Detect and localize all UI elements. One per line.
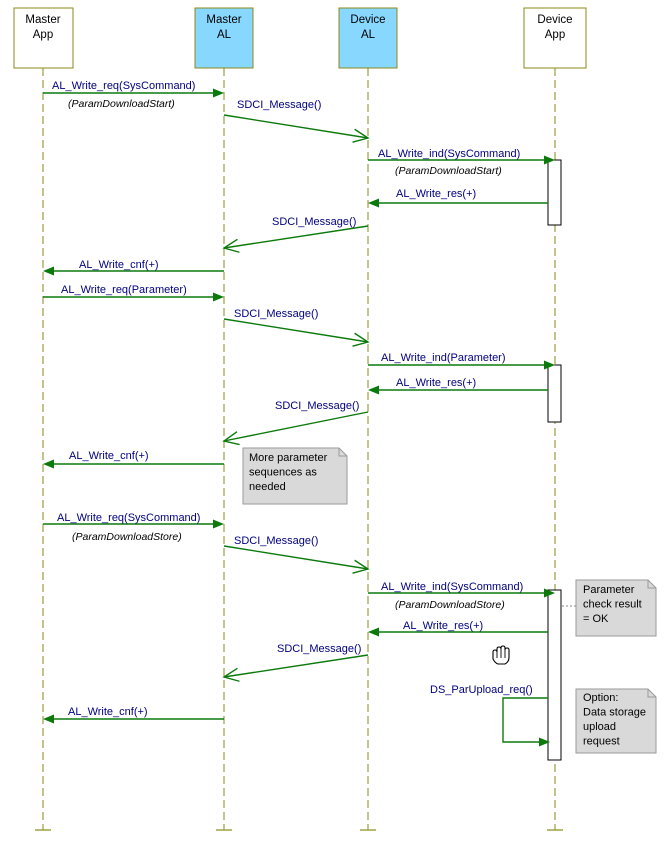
arrowhead <box>368 385 379 395</box>
activation-box <box>547 159 562 226</box>
message-parameter: (ParamDownloadStart) <box>395 165 502 177</box>
lifeline-head-box <box>338 7 398 69</box>
lifeline-label: Device <box>537 14 572 26</box>
message-line <box>223 654 369 678</box>
note-fold <box>647 580 656 589</box>
arrowhead <box>544 588 555 598</box>
note-text: = OK <box>583 613 609 625</box>
arrowhead <box>544 155 555 165</box>
note-text: More parameter <box>249 452 328 464</box>
message-label: AL_Write_req(SysCommand) <box>57 512 200 524</box>
message-label: SDCI_Message() <box>237 99 321 111</box>
lifeline-label: App <box>545 29 565 41</box>
note-text: upload <box>583 721 616 733</box>
message-label: AL_Write_res(+) <box>403 620 483 632</box>
note-fold <box>338 448 347 457</box>
lifeline-head-box <box>523 7 587 69</box>
note-box <box>575 579 657 637</box>
lifeline-label: Device <box>350 14 385 26</box>
lifeline-label: AL <box>217 29 232 41</box>
message-label: SDCI_Message() <box>277 643 361 655</box>
message-label: DS_ParUpload_req() <box>430 684 533 696</box>
hand-cursor-icon <box>492 645 510 665</box>
arrowhead <box>352 559 370 574</box>
note-text: Data storage <box>583 707 646 719</box>
activation-box <box>547 589 562 761</box>
message-label: AL_Write_cnf(+) <box>68 706 148 718</box>
activation-box <box>547 364 562 423</box>
note: Parameter check result = OK <box>575 579 657 637</box>
message-label: SDCI_Message() <box>234 535 318 547</box>
arrowhead <box>352 128 370 143</box>
lifeline-head-box <box>13 7 74 69</box>
note-text: request <box>583 736 620 748</box>
self-message-line <box>502 697 548 743</box>
arrowhead <box>368 627 379 637</box>
arrowhead <box>222 667 240 682</box>
note-text: sequences as <box>249 467 317 479</box>
message-line <box>223 411 369 442</box>
message-line <box>223 318 369 343</box>
lifeline-label: Master <box>25 14 60 26</box>
message-label: AL_Write_res(+) <box>396 377 476 389</box>
message-label: AL_Write_ind(Parameter) <box>381 352 506 364</box>
arrowhead <box>352 332 370 347</box>
message-label: AL_Write_cnf(+) <box>79 259 159 271</box>
arrowhead <box>222 431 240 446</box>
arrowhead <box>43 714 54 724</box>
lifeline-label: Master <box>206 14 241 26</box>
lifeline-head-box <box>194 7 254 69</box>
note: Option: Data storage upload request <box>575 688 657 754</box>
message-label: SDCI_Message() <box>234 308 318 320</box>
lifeline-label: App <box>33 29 53 41</box>
note-text: needed <box>249 481 286 493</box>
note-text: Option: <box>583 692 618 704</box>
note: More parameter sequences as needed <box>242 447 348 505</box>
note-box <box>575 688 657 754</box>
message-parameter: (ParamDownloadStore) <box>395 599 505 611</box>
arrowhead <box>368 198 379 208</box>
arrowhead <box>539 737 550 747</box>
arrowhead <box>213 519 224 529</box>
message-label: AL_Write_req(Parameter) <box>61 284 187 296</box>
message-label: SDCI_Message() <box>275 400 359 412</box>
message-line <box>223 225 369 249</box>
message-label: AL_Write_ind(SysCommand) <box>381 581 523 593</box>
arrowhead <box>43 459 54 469</box>
message-label: AL_Write_req(SysCommand) <box>52 80 195 92</box>
lifeline-label: AL <box>361 29 376 41</box>
message-label: AL_Write_ind(SysCommand) <box>378 148 520 160</box>
arrowhead <box>222 238 240 253</box>
arrowhead <box>213 88 224 98</box>
arrowhead <box>43 266 54 276</box>
arrowhead <box>544 360 555 370</box>
note-fold <box>647 689 656 698</box>
message-label: AL_Write_cnf(+) <box>69 450 149 462</box>
message-line <box>223 545 369 570</box>
note-text: check result <box>583 599 642 611</box>
message-parameter: (ParamDownloadStart) <box>68 98 175 110</box>
arrowhead <box>213 292 224 302</box>
message-parameter: (ParamDownloadStore) <box>72 531 182 543</box>
message-label: AL_Write_res(+) <box>396 188 476 200</box>
message-label: SDCI_Message() <box>272 216 356 228</box>
note-text: Parameter <box>583 584 635 596</box>
message-line <box>223 114 369 139</box>
note-box <box>242 447 348 505</box>
